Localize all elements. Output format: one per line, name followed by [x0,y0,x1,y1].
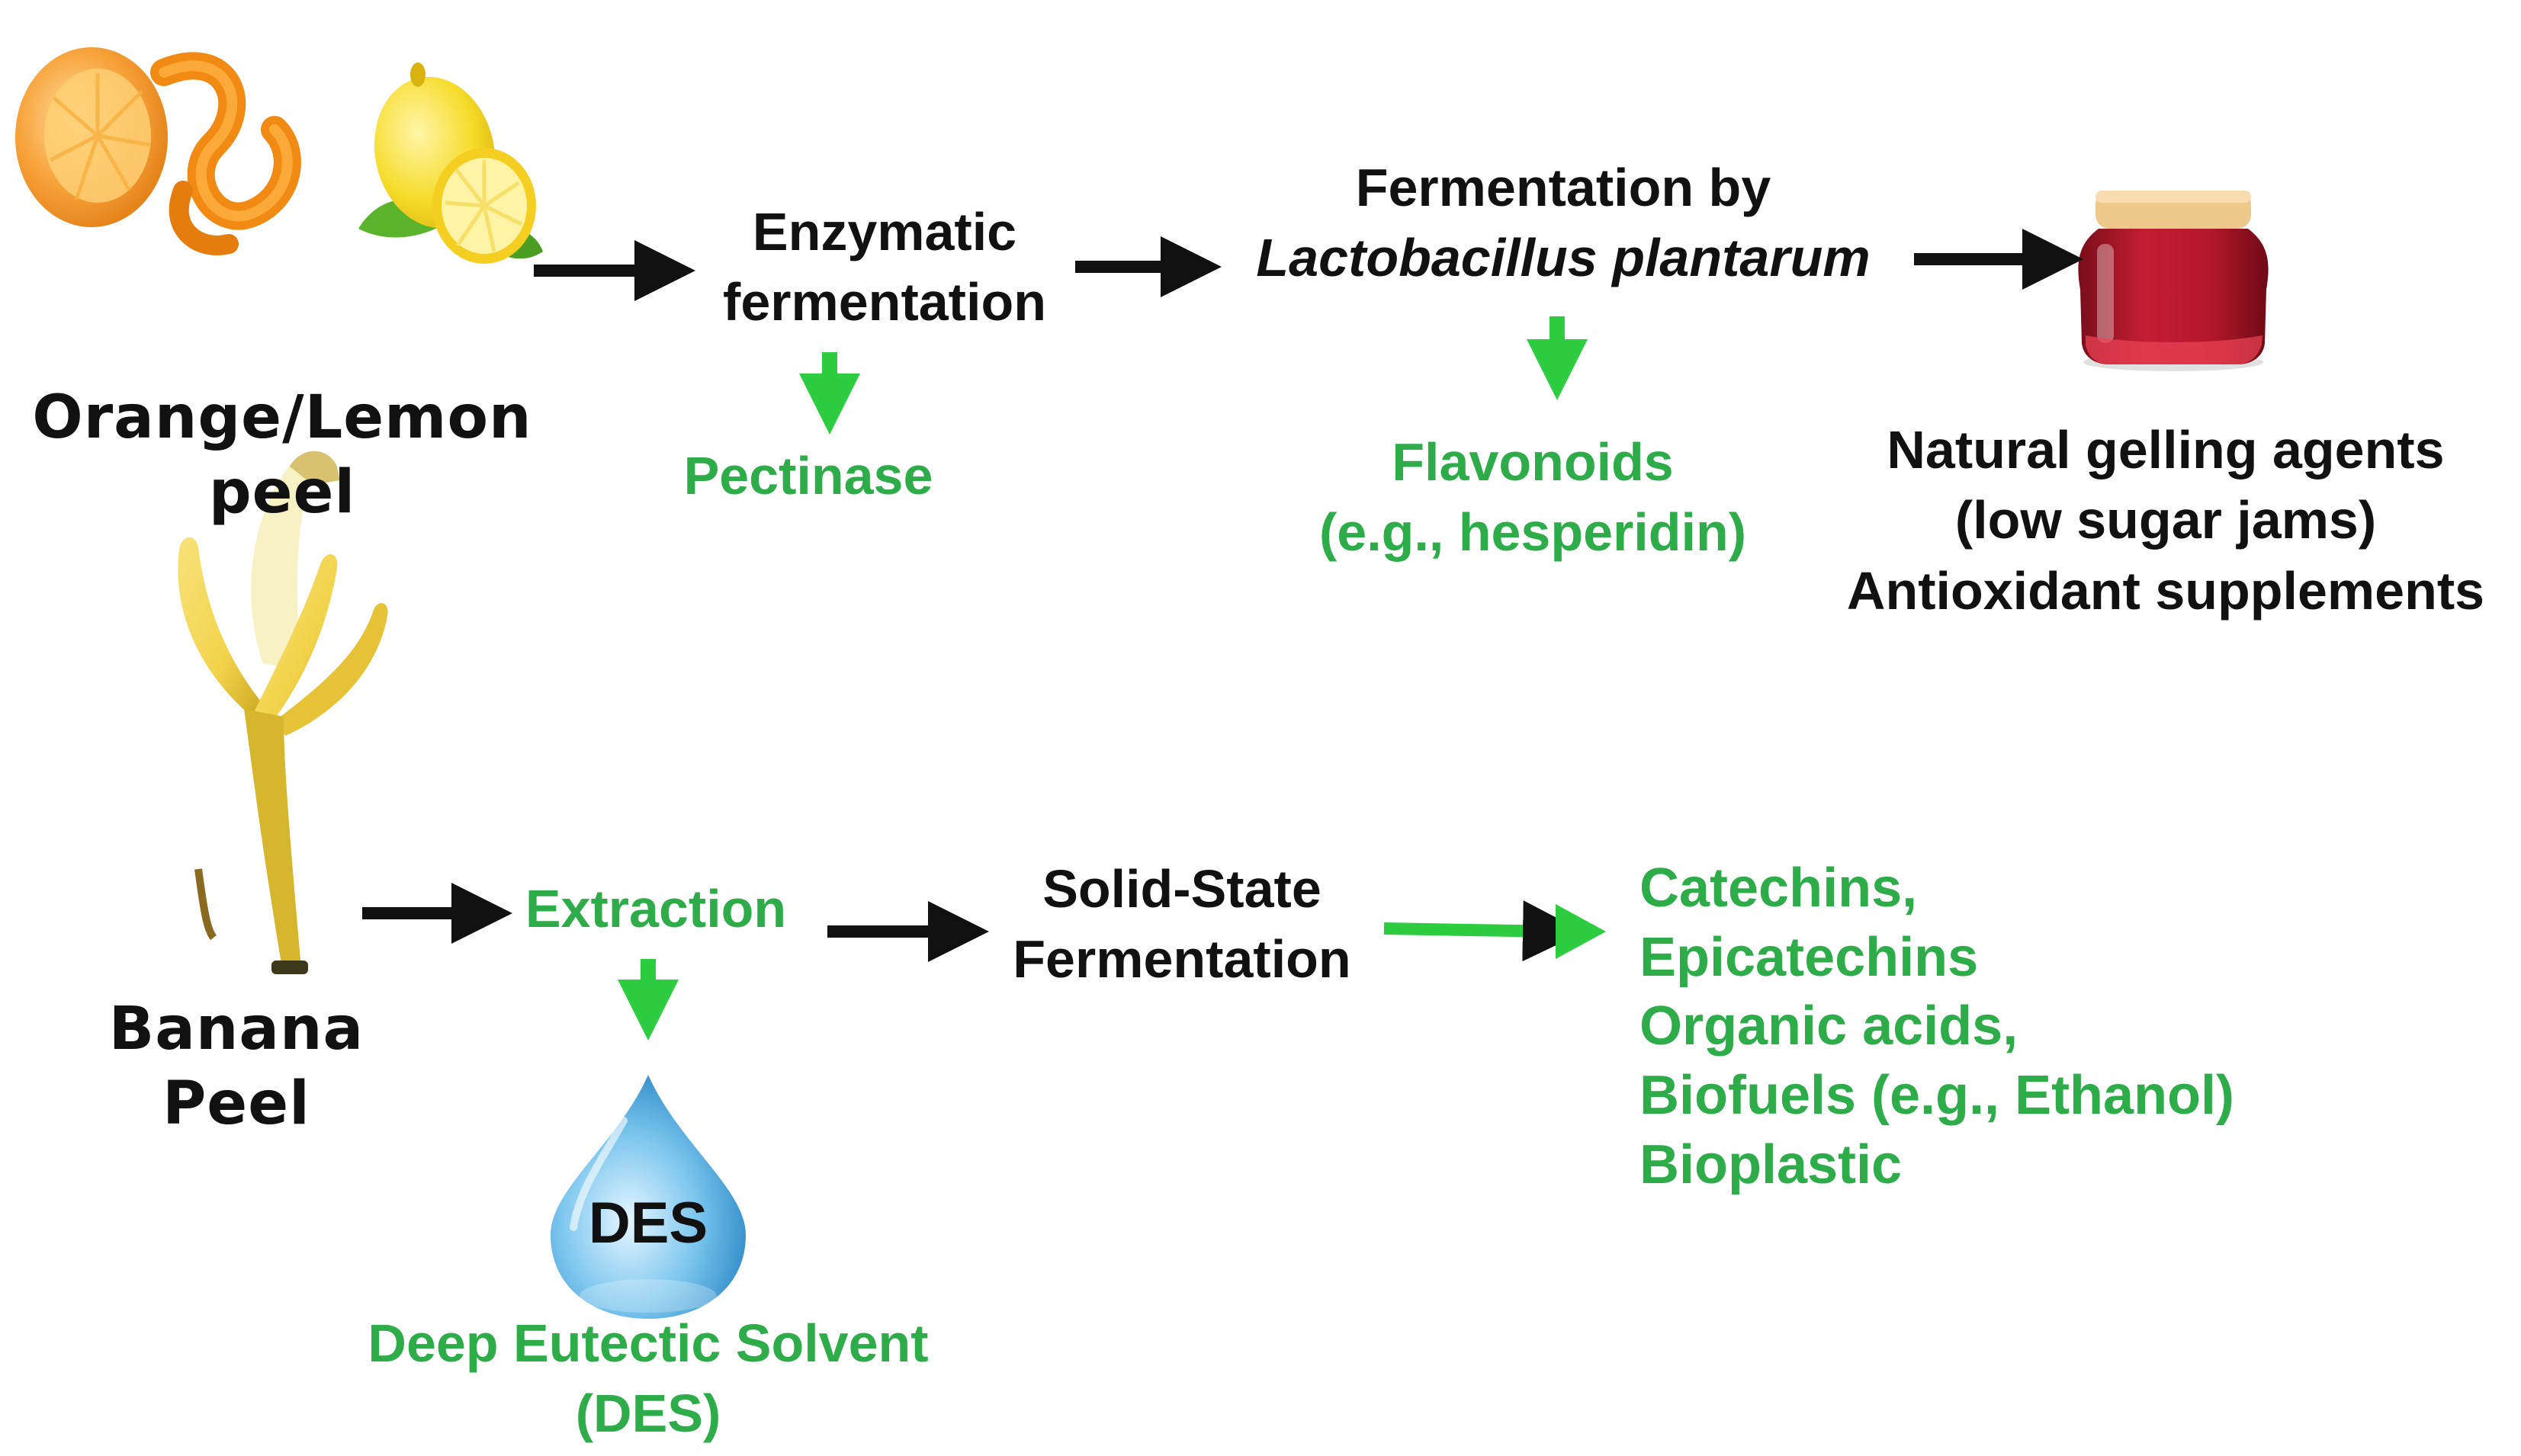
citrus-source-line-1: Orange/Lemon [32,383,532,452]
enzymatic-line-1: Enzymatic [752,202,1017,261]
pectinase-label: Pectinase [683,446,933,505]
antioxidant-supplements-line: Antioxidant supplements [1846,560,2485,621]
flavonoids-line-2: (e.g., hesperidin) [1318,502,1747,563]
des-line-1: Deep Eutectic Solvent [368,1313,929,1373]
product-biofuels: Biofuels (e.g., Ethanol) [1639,1065,2235,1127]
enzymatic-fermentation-label: Enzymatic fermentation [671,197,1098,338]
banana-source-label: Banana Peel [46,993,427,1141]
enzymatic-line-2: fermentation [723,272,1046,332]
arrow-ssf-to-products [1383,900,1584,962]
arrow-ssf-to-products-head [1556,904,1606,959]
flavonoids-label: Flavonoids (e.g., hesperidin) [1266,427,1800,568]
fermentation-by-line: Fermentation by [1355,158,1771,217]
banana-icon [178,451,388,974]
lactobacillus-line: Lactobacillus plantarum [1256,228,1871,288]
lemon-icon [358,63,543,264]
flavonoids-line-1: Flavonoids [1392,432,1674,492]
ssf-line-2: Fermentation [1013,929,1351,989]
ssf-line-1: Solid-State [1042,859,1322,919]
flow-arrows [362,229,2083,1041]
des-droplet-icon [551,1075,746,1319]
citrus-source-label: Orange/Lemon peel [23,381,541,530]
solid-state-fermentation-label: Solid-State Fermentation [968,854,1395,995]
product-organic-acids: Organic acids, [1639,996,2018,1057]
lactobacillus-fermentation-label: Fermentation by Lactobacillus plantarum [1205,152,1922,293]
banana-source-line-1: Banana [108,995,365,1063]
deep-eutectic-solvent-label: Deep Eutectic Solvent (DES) [320,1308,976,1449]
product-epicatechins: Epicatechins [1639,926,1979,988]
product-bioplastic: Bioplastic [1639,1134,1903,1195]
citrus-source-line-2: peel [208,457,356,527]
citrus-output-label: Natural gelling agents (low sugar jams) … [1815,415,2516,626]
gelling-agents-line: Natural gelling agents [1887,420,2445,479]
product-catechins: Catechins, [1639,858,1918,919]
banana-products-list: Catechins, Epicatechins Organic acids, B… [1639,854,2478,1200]
des-line-2: (DES) [575,1384,721,1444]
jam-jar-icon [2078,191,2269,371]
orange-peel-icon [15,47,301,255]
des-badge-text: DES [588,1191,708,1256]
extraction-label: Extraction [525,879,787,938]
low-sugar-jams-line: (low sugar jams) [1954,490,2377,550]
banana-source-line-2: Peel [162,1069,310,1138]
